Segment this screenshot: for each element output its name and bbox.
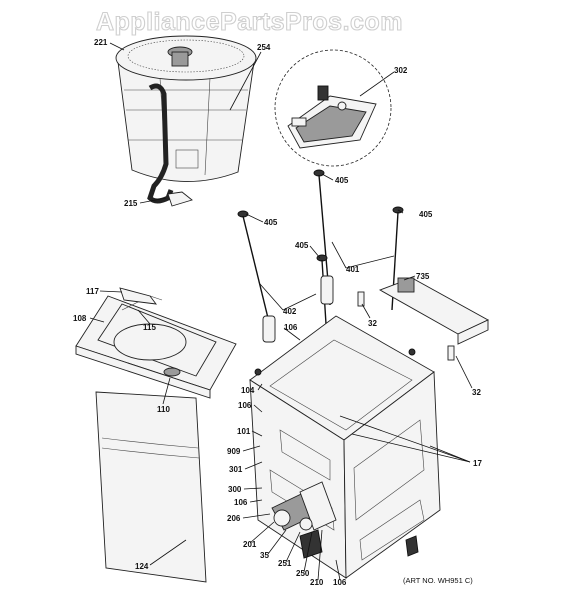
part-label-17: 17 (473, 459, 482, 468)
part-label-221: 221 (94, 38, 108, 47)
part-label-32-a: 32 (368, 319, 377, 328)
art-number: (ART NO. WH951 C) (403, 576, 473, 585)
part-label-101: 101 (237, 427, 251, 436)
part-label-106-c: 106 (234, 498, 248, 507)
bracket-drawing (357, 277, 489, 361)
part-label-909: 909 (227, 447, 241, 456)
part-label-735: 735 (416, 272, 430, 281)
leader-lines (89, 42, 473, 581)
part-label-210: 210 (310, 578, 324, 587)
part-label-301: 301 (229, 465, 243, 474)
part-label-108: 108 (73, 314, 87, 323)
front-panel-drawing (95, 391, 207, 583)
part-label-110: 110 (157, 405, 170, 414)
outer-tub-drawing (115, 35, 257, 207)
part-label-401: 401 (346, 265, 360, 274)
part-labels: 221 254 215 302 405 405 405 405 401 402 … (73, 38, 482, 587)
part-label-405-d: 405 (295, 241, 309, 250)
part-label-251: 251 (278, 559, 292, 568)
part-label-124: 124 (135, 562, 149, 571)
part-label-254: 254 (257, 43, 271, 52)
part-label-106-b: 106 (238, 401, 252, 410)
part-label-201: 201 (243, 540, 257, 549)
timer-detail-circle (274, 49, 392, 167)
cabinet-drawing (249, 315, 441, 579)
suspension-rods (237, 169, 404, 343)
part-label-206: 206 (227, 514, 241, 523)
watermark: AppliancePartsPros.com (96, 8, 403, 36)
part-label-405-c: 405 (264, 218, 278, 227)
part-label-300: 300 (228, 485, 242, 494)
part-label-405-a: 405 (335, 176, 349, 185)
part-label-35: 35 (260, 551, 269, 560)
part-label-215: 215 (124, 199, 138, 208)
part-label-117: 117 (86, 287, 99, 296)
part-label-106-a: 106 (284, 323, 298, 332)
part-label-115: 115 (143, 323, 156, 332)
part-label-106-d: 106 (333, 578, 347, 587)
part-label-302: 302 (394, 66, 408, 75)
part-label-104: 104 (241, 386, 255, 395)
top-lid-drawing (75, 287, 237, 399)
part-label-405-b: 405 (419, 210, 433, 219)
part-label-402: 402 (283, 307, 297, 316)
motor-pump-drawing (271, 481, 337, 559)
part-label-32-b: 32 (472, 388, 481, 397)
part-label-250: 250 (296, 569, 310, 578)
